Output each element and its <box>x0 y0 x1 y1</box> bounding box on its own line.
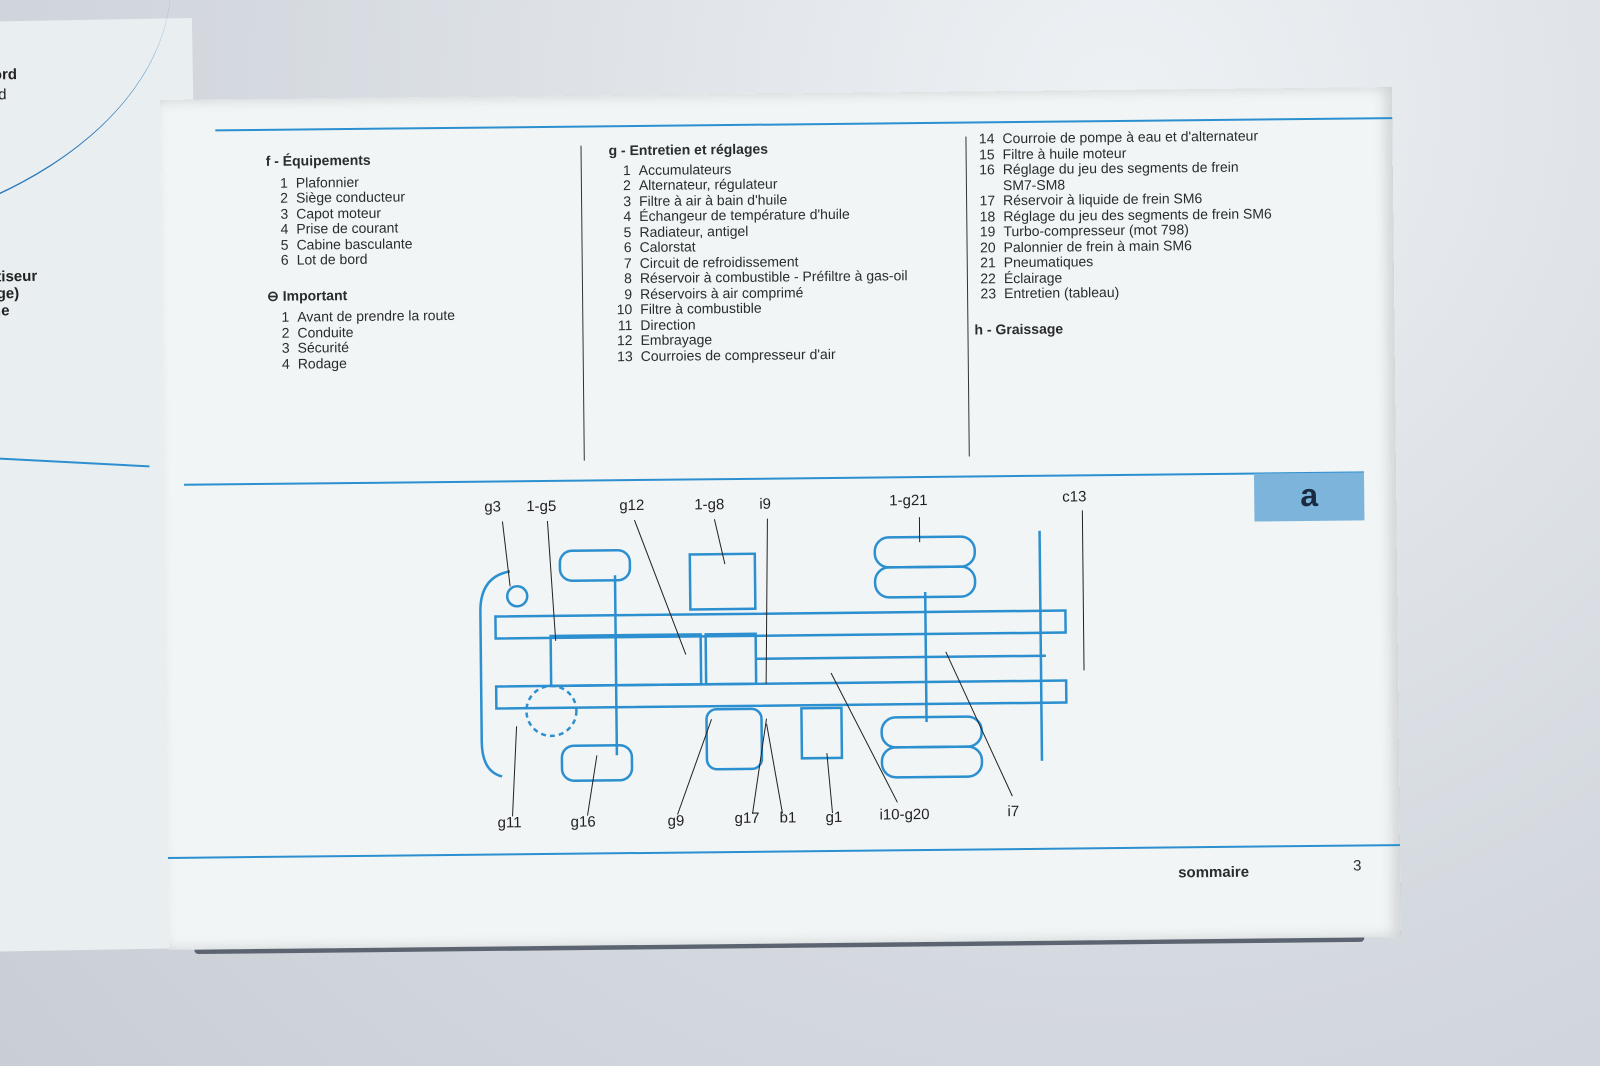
left-fragment: tiseur <box>0 267 38 286</box>
left-page-divider <box>0 455 150 468</box>
front-axle <box>613 575 619 756</box>
spare-wheel <box>505 585 529 608</box>
diagram-label: 1-g8 <box>694 496 725 514</box>
diagram-label: g3 <box>484 498 502 516</box>
diagram-label: c13 <box>1062 488 1087 506</box>
frame-rail-top <box>494 609 1067 640</box>
diagram-label: 1-g5 <box>526 497 557 516</box>
diagram-label: g16 <box>570 813 596 831</box>
rear-crossmember <box>1038 530 1044 761</box>
diagram-label: g1 <box>825 808 843 827</box>
front-wheel-bottom <box>560 743 634 782</box>
left-fragment: le <box>0 302 10 320</box>
fuel-tank <box>688 552 757 611</box>
gearbox <box>704 632 758 686</box>
left-fragment: ge) <box>0 285 20 303</box>
steering-wheel <box>525 684 578 738</box>
left-fragment: rd <box>0 86 7 104</box>
rear-wheel-bottom-2 <box>880 745 984 779</box>
diagram-label: 1-g21 <box>889 491 928 510</box>
bumper <box>479 570 511 778</box>
frame-rail-bottom <box>494 679 1068 710</box>
engine <box>549 633 703 688</box>
drive-shaft <box>755 654 1046 661</box>
battery <box>800 706 844 760</box>
diagram-label: i10-g20 <box>879 805 930 824</box>
page-number: 3 <box>1352 857 1362 875</box>
air-tanks <box>705 707 764 771</box>
diagram-label: i9 <box>759 495 772 513</box>
front-wheel-top <box>558 548 632 582</box>
chassis-diagram <box>479 510 1085 817</box>
diagram-label: g17 <box>734 809 760 828</box>
left-fragment: ord <box>0 66 18 84</box>
diagram-label: b1 <box>779 809 797 827</box>
rear-wheel-top-1 <box>873 535 977 569</box>
diagram-label: g12 <box>619 496 645 515</box>
diagram-label: i7 <box>1007 803 1020 821</box>
rear-wheel-bottom-1 <box>880 715 983 749</box>
diagram-label: g11 <box>497 814 522 832</box>
diagram-label: g9 <box>667 812 685 830</box>
footer-title: sommaire <box>1178 863 1250 882</box>
left-page-arc <box>0 0 176 248</box>
rear-axle <box>923 592 928 723</box>
